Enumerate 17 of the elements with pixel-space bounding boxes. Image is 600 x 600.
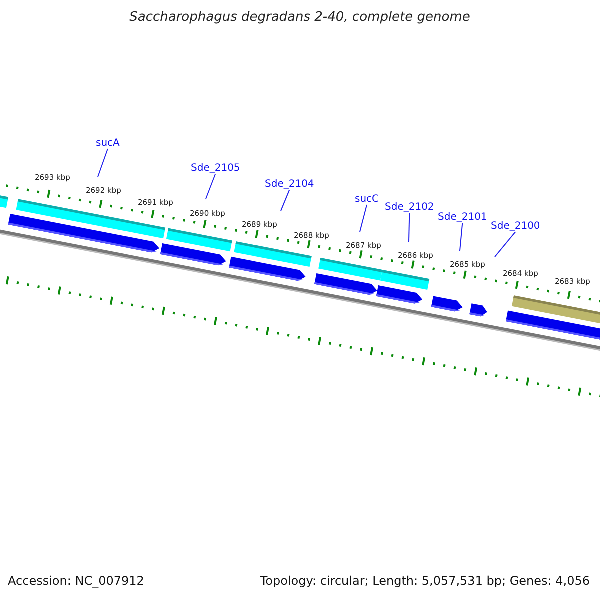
gene-label: Sde_2104: [265, 179, 314, 190]
leader-line: [494, 232, 516, 258]
diagram-title: Saccharophagus degradans 2-40, complete genome: [128, 10, 472, 25]
gene-label: Sde_2101: [438, 212, 488, 223]
leader-line: [98, 148, 108, 178]
gene-label: Sde_2102: [385, 202, 434, 213]
leader-line: [206, 174, 216, 200]
leader-line: [360, 204, 368, 232]
gene-label: Sde_2100: [491, 221, 540, 232]
genome-summary-text: Topology: circular; Length: 5,057,531 bp; Genes: 4,056: [260, 574, 590, 588]
gene-label: sucA: [96, 138, 120, 149]
gene-label: Sde_2105: [191, 163, 240, 174]
leader-line: [280, 190, 290, 212]
accession-text: Accession: NC_007912: [8, 574, 144, 588]
leader-line: [408, 212, 410, 242]
gene-label: sucC: [355, 194, 380, 205]
leader-line: [460, 222, 464, 252]
